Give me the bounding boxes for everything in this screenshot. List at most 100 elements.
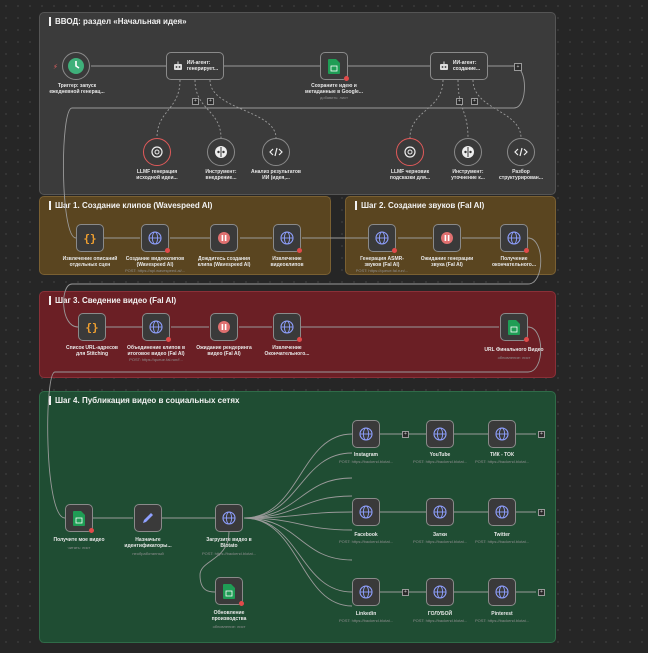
- google-sheets-icon: [508, 319, 520, 335]
- globe-icon: [507, 231, 521, 245]
- agent1-node[interactable]: ИИ-агент:генерирует...: [166, 52, 224, 80]
- robot-icon: [173, 61, 182, 70]
- sheet-save-node[interactable]: [320, 52, 349, 81]
- robot-icon: [439, 61, 448, 70]
- tool1-node[interactable]: [207, 138, 235, 166]
- tiktok-node[interactable]: [488, 420, 516, 448]
- wait-clips-node[interactable]: [210, 224, 238, 252]
- merge-node[interactable]: [142, 313, 171, 342]
- llm2-node[interactable]: [396, 138, 424, 166]
- agent2-add-tool[interactable]: +: [471, 98, 478, 105]
- section-step4: Шаг 4. Публикация видео в социальных сет…: [39, 391, 556, 643]
- sheet-save-error-badge: [344, 76, 349, 81]
- gen-asmr-label: Генерация ASMR-звуков (Fal AI): [360, 256, 404, 268]
- twitter-add-next[interactable]: +: [538, 509, 545, 516]
- agent1-add-model[interactable]: +: [192, 98, 199, 105]
- merge-sub: POST: https://queue.fal.run/f...: [129, 357, 183, 362]
- extract-final-error-badge: [297, 337, 302, 342]
- threads-node[interactable]: [426, 498, 454, 526]
- instagram-label: Instagram: [354, 452, 378, 458]
- url-list-node[interactable]: {}: [78, 313, 106, 341]
- youtube-sub: POST: https://backend.blotat...: [412, 459, 468, 464]
- merge-error-badge: [166, 337, 171, 342]
- instagram-add-next[interactable]: +: [402, 431, 409, 438]
- instagram-node[interactable]: [352, 420, 380, 448]
- section-input-title: ВВОД: раздел «Начальная идея»: [49, 17, 187, 26]
- threads-label: Затки: [433, 532, 447, 538]
- wait-render-node[interactable]: [210, 313, 238, 341]
- youtube-label: YouTube: [429, 452, 451, 458]
- upload-node[interactable]: [215, 504, 243, 532]
- globe-icon: [495, 505, 509, 519]
- update-prod-error-badge: [239, 601, 244, 606]
- agent2-node[interactable]: ИИ-агент:создание...: [430, 52, 488, 80]
- google-sheets-icon: [73, 510, 85, 526]
- openai-icon: [404, 146, 416, 158]
- agent2-add-model[interactable]: +: [456, 98, 463, 105]
- get-video-node[interactable]: [65, 504, 94, 533]
- extract-desc-node[interactable]: {}: [76, 224, 104, 252]
- tool2-node[interactable]: [454, 138, 482, 166]
- globe-icon: [433, 505, 447, 519]
- twitter-node[interactable]: [488, 498, 516, 526]
- final-url-error-badge: [524, 337, 529, 342]
- code-icon: [269, 147, 283, 157]
- parse2-node[interactable]: [507, 138, 535, 166]
- pinterest-add-next[interactable]: +: [538, 589, 545, 596]
- linkedin-node[interactable]: [352, 578, 380, 606]
- agent1-label: ИИ-агент:генерирует...: [186, 60, 219, 72]
- agent1-add-tool[interactable]: +: [207, 98, 214, 105]
- llm1-node[interactable]: [143, 138, 171, 166]
- linkedin-add-next[interactable]: +: [402, 589, 409, 596]
- final-url-sub: обновление: лист: [497, 355, 531, 360]
- linkedin-label: Linkedin: [355, 611, 377, 617]
- globe-icon: [149, 320, 163, 334]
- get-final-node[interactable]: [500, 224, 529, 253]
- update-prod-node[interactable]: [215, 577, 244, 606]
- extract-final-node[interactable]: [273, 313, 302, 342]
- pause-icon: [218, 232, 230, 244]
- threads-sub: POST: https://backend.blotat...: [412, 539, 468, 544]
- create-clips-label: Создание видеоклипов(Wavespeed AI): [125, 256, 185, 268]
- globe-icon: [148, 231, 162, 245]
- facebook-sub: POST: https://backend.blotat...: [338, 539, 394, 544]
- globe-icon: [359, 585, 373, 599]
- gen-asmr-node[interactable]: [368, 224, 397, 253]
- pause-icon: [218, 321, 230, 333]
- trigger-bolt-icon: ⚡: [53, 64, 58, 71]
- wait-sound-node[interactable]: [433, 224, 461, 252]
- facebook-node[interactable]: [352, 498, 380, 526]
- tool1-label: Инструмент:внедрение...: [205, 169, 237, 181]
- parse1-node[interactable]: [262, 138, 290, 166]
- extract-clips-node[interactable]: [273, 224, 302, 253]
- final-url-node[interactable]: [500, 313, 529, 342]
- gen-asmr-sub: POST: https://queue.fal.run/...: [355, 268, 409, 273]
- google-sheets-icon: [223, 583, 235, 599]
- bluesky-sub: POST: https://backend.blotat...: [412, 618, 468, 623]
- get-final-error-badge: [524, 248, 529, 253]
- create-clips-node[interactable]: [141, 224, 170, 253]
- tool2-label: Инструмент:уточнение к...: [451, 169, 485, 181]
- tiktok-add-next[interactable]: +: [538, 431, 545, 438]
- bluesky-node[interactable]: [426, 578, 454, 606]
- pinterest-node[interactable]: [488, 578, 516, 606]
- instagram-sub: POST: https://backend.blotat...: [338, 459, 394, 464]
- youtube-node[interactable]: [426, 420, 454, 448]
- braces-icon: {}: [83, 231, 97, 245]
- set-ids-node[interactable]: [134, 504, 162, 532]
- gen-asmr-error-badge: [392, 248, 397, 253]
- globe-icon: [433, 585, 447, 599]
- trigger-node[interactable]: [62, 52, 90, 80]
- get-video-sub: читать: лист: [67, 545, 91, 550]
- agent2-add-next[interactable]: +: [514, 63, 522, 71]
